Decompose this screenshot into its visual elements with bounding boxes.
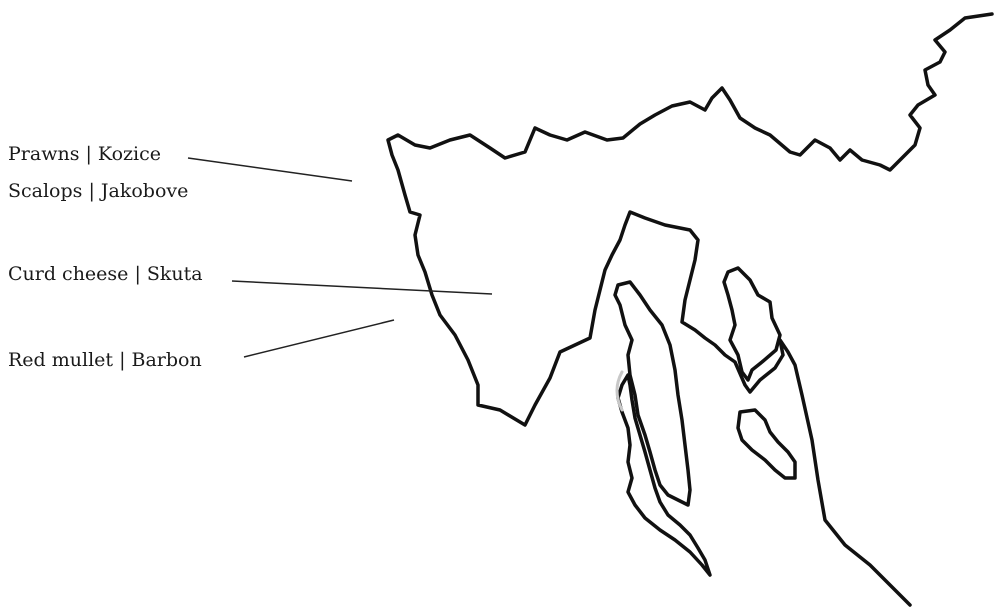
label-prawns: Prawns | Kozice <box>8 143 162 165</box>
label-scalops: Scalops | Jakobove <box>8 180 189 202</box>
leader-line-mullet <box>243 319 395 358</box>
leader-line-prawns <box>187 157 353 182</box>
label-curd-cheese: Curd cheese | Skuta <box>8 263 203 285</box>
island-losinj <box>616 373 712 577</box>
leader-line-curd <box>231 280 493 295</box>
island-krk <box>722 266 782 382</box>
label-red-mullet: Red mullet | Barbon <box>8 349 202 371</box>
mainland-coastline <box>386 12 994 607</box>
island-cres <box>613 280 692 507</box>
faint-island-mark <box>615 370 624 412</box>
island-rab <box>736 408 797 480</box>
